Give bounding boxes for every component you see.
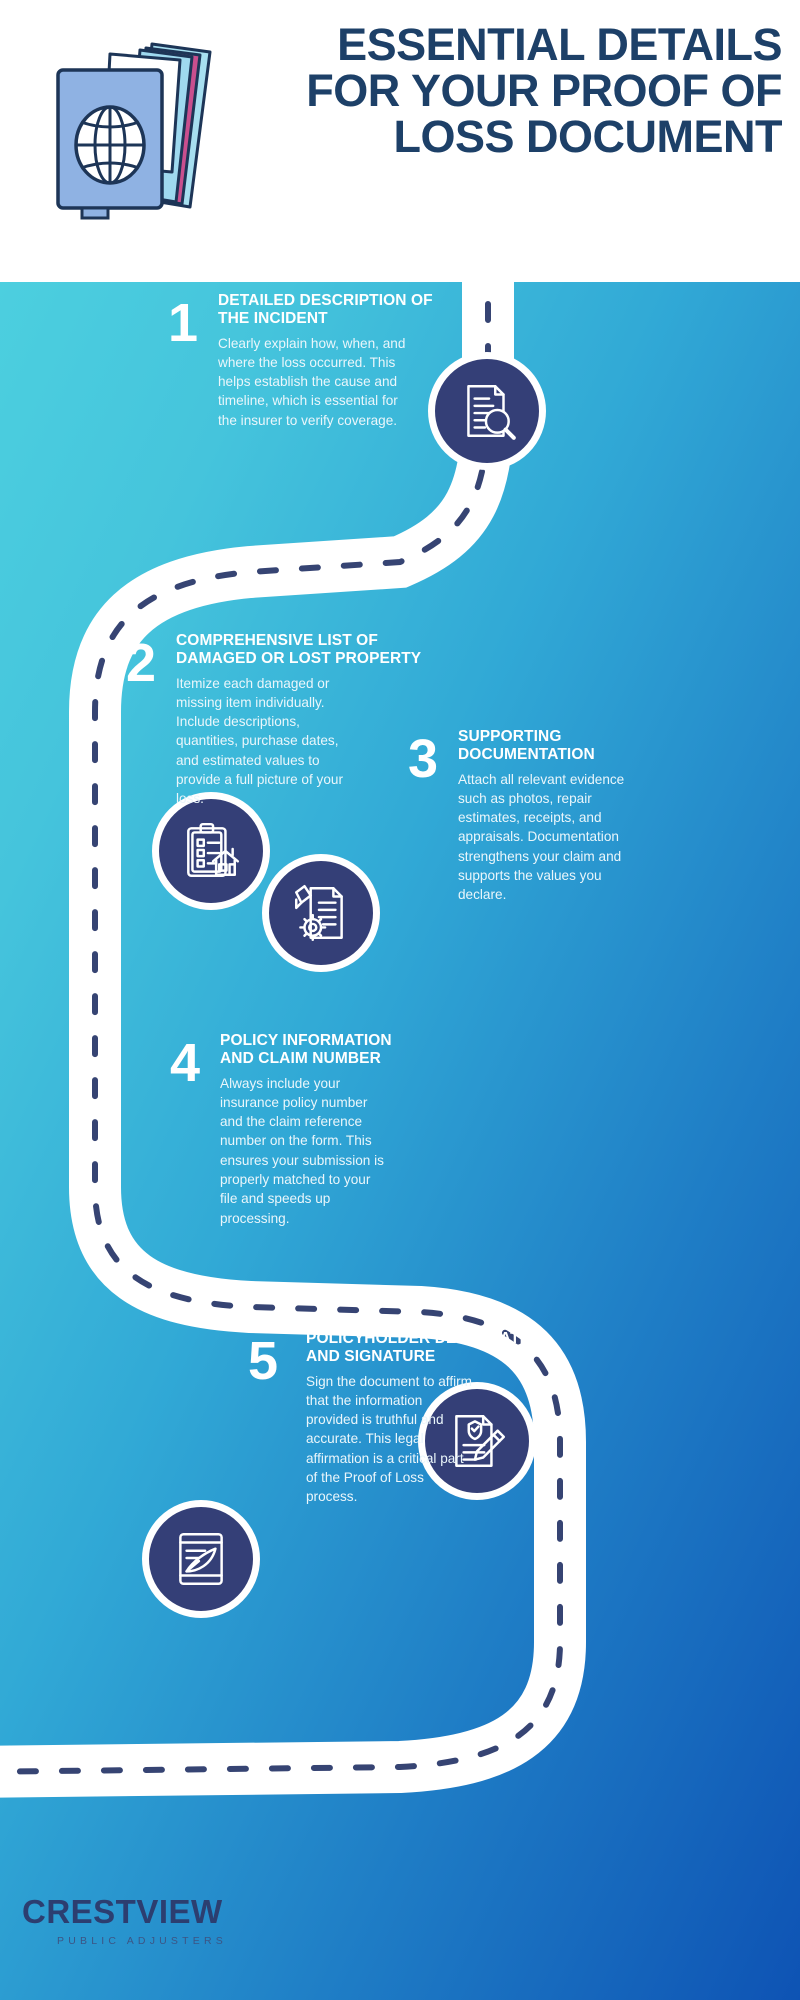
brand-name: CRESTVIEW [22, 1893, 223, 1930]
step-5-body: Sign the document to affirm that the inf… [306, 1373, 472, 1505]
node-icon-1 [428, 352, 546, 470]
node-icon-5 [142, 1500, 260, 1618]
step-4-heading: POLICY INFORMATION AND CLAIM NUMBER [220, 1032, 392, 1068]
step-4-body: Always include your insurance policy num… [220, 1075, 384, 1226]
node-icon-2 [152, 792, 270, 910]
step-1-heading: DETAILED DESCRIPTION OF THE INCIDENT [218, 292, 433, 328]
step-2-heading: COMPREHENSIVE LIST OF DAMAGED OR LOST PR… [176, 632, 422, 668]
step-1-body: Clearly explain how, when, and where the… [218, 335, 406, 428]
step-3-heading: SUPPORTING DOCUMENTATION [458, 728, 595, 764]
step-5-heading: POLICYHOLDER DECLARATION AND SIGNATURE [306, 1330, 548, 1366]
scroll-quill-icon [179, 1533, 223, 1585]
passport-documents-icon [40, 22, 240, 222]
step-2: 2 COMPREHENSIVE LIST OF DAMAGED OR LOST … [118, 632, 428, 809]
document-pencil-gear-icon [295, 884, 343, 942]
clipboard-house-icon [187, 822, 240, 877]
footer-logo: CRESTVIEW PUBLIC ADJUSTERS [22, 1895, 262, 1947]
step-3-body: Attach all relevant evidence such as pho… [458, 771, 625, 903]
node-icon-4 [418, 1382, 536, 1500]
step-2-number: 2 [126, 633, 156, 693]
step-1: 1 DETAILED DESCRIPTION OF THE INCIDENT C… [160, 292, 460, 430]
step-3-number: 3 [408, 729, 438, 789]
step-5-number: 5 [248, 1331, 278, 1391]
page-title: ESSENTIAL DETAILS FOR YOUR PROOF OF LOSS… [306, 19, 782, 162]
step-5: 5 POLICYHOLDER DECLARATION AND SIGNATURE… [240, 1330, 560, 1507]
step-3: 3 SUPPORTING DOCUMENTATION Attach all re… [400, 728, 700, 905]
infographic-panel: 1 DETAILED DESCRIPTION OF THE INCIDENT C… [0, 282, 800, 2000]
node-icon-3 [262, 854, 380, 972]
brand-tagline: PUBLIC ADJUSTERS [57, 1935, 227, 1947]
header: ESSENTIAL DETAILS FOR YOUR PROOF OF LOSS… [0, 0, 800, 282]
step-4: 4 POLICY INFORMATION AND CLAIM NUMBER Al… [162, 1032, 462, 1228]
step-2-body: Itemize each damaged or missing item ind… [176, 675, 343, 807]
document-magnifier-icon [467, 385, 516, 440]
verified-document-pencil-icon [455, 1415, 506, 1467]
step-1-number: 1 [168, 293, 198, 353]
step-4-number: 4 [170, 1033, 200, 1093]
